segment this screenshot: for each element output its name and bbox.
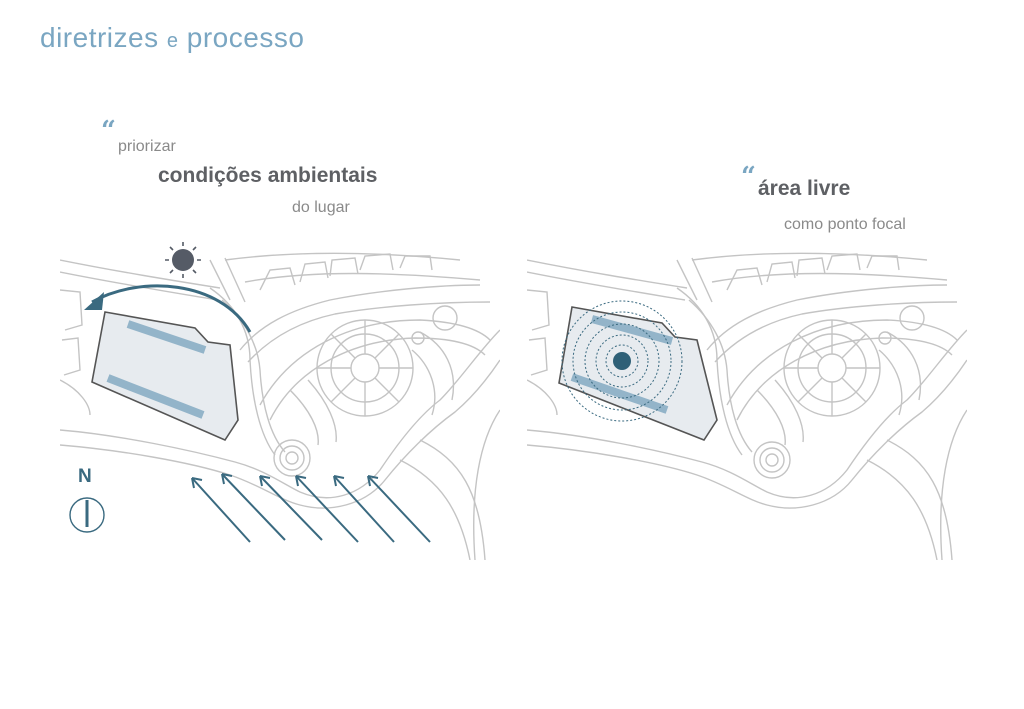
right-block-bar-bottom (570, 373, 669, 414)
compass-icon (69, 497, 105, 533)
left-building-block (91, 311, 239, 442)
page-title: diretrizes e processo (40, 22, 304, 54)
sun-icon (165, 242, 201, 278)
focal-point-icon (613, 352, 631, 370)
right-caption-line2: como ponto focal (784, 216, 906, 233)
right-caption-line1: área livre (758, 177, 851, 200)
left-block-bar-bottom (106, 374, 205, 419)
right-quote-mark: “ (741, 162, 756, 192)
right-building-block (558, 306, 718, 441)
title-part2: processo (186, 22, 305, 53)
ripple-circles-icon (561, 300, 683, 422)
wind-arrows-icon (191, 473, 431, 543)
title-part1: diretrizes (40, 22, 159, 53)
compass-north-label: N (78, 466, 92, 487)
sun-path-arrow-icon (84, 284, 252, 333)
right-block-bar-top (590, 315, 674, 345)
left-caption-line2: condições ambientais (158, 164, 378, 187)
right-map-linework (527, 252, 967, 560)
left-block-bar-top (126, 320, 207, 354)
left-site-map-svg (60, 242, 500, 560)
right-site-map (527, 245, 967, 560)
left-caption-line1: priorizar (118, 138, 176, 155)
right-site-map-svg (527, 252, 967, 560)
left-caption-line3: do lugar (292, 199, 350, 216)
left-quote-mark: “ (101, 116, 116, 146)
left-map-linework (60, 252, 500, 560)
title-connector: e (166, 30, 179, 52)
left-site-map (60, 230, 500, 560)
